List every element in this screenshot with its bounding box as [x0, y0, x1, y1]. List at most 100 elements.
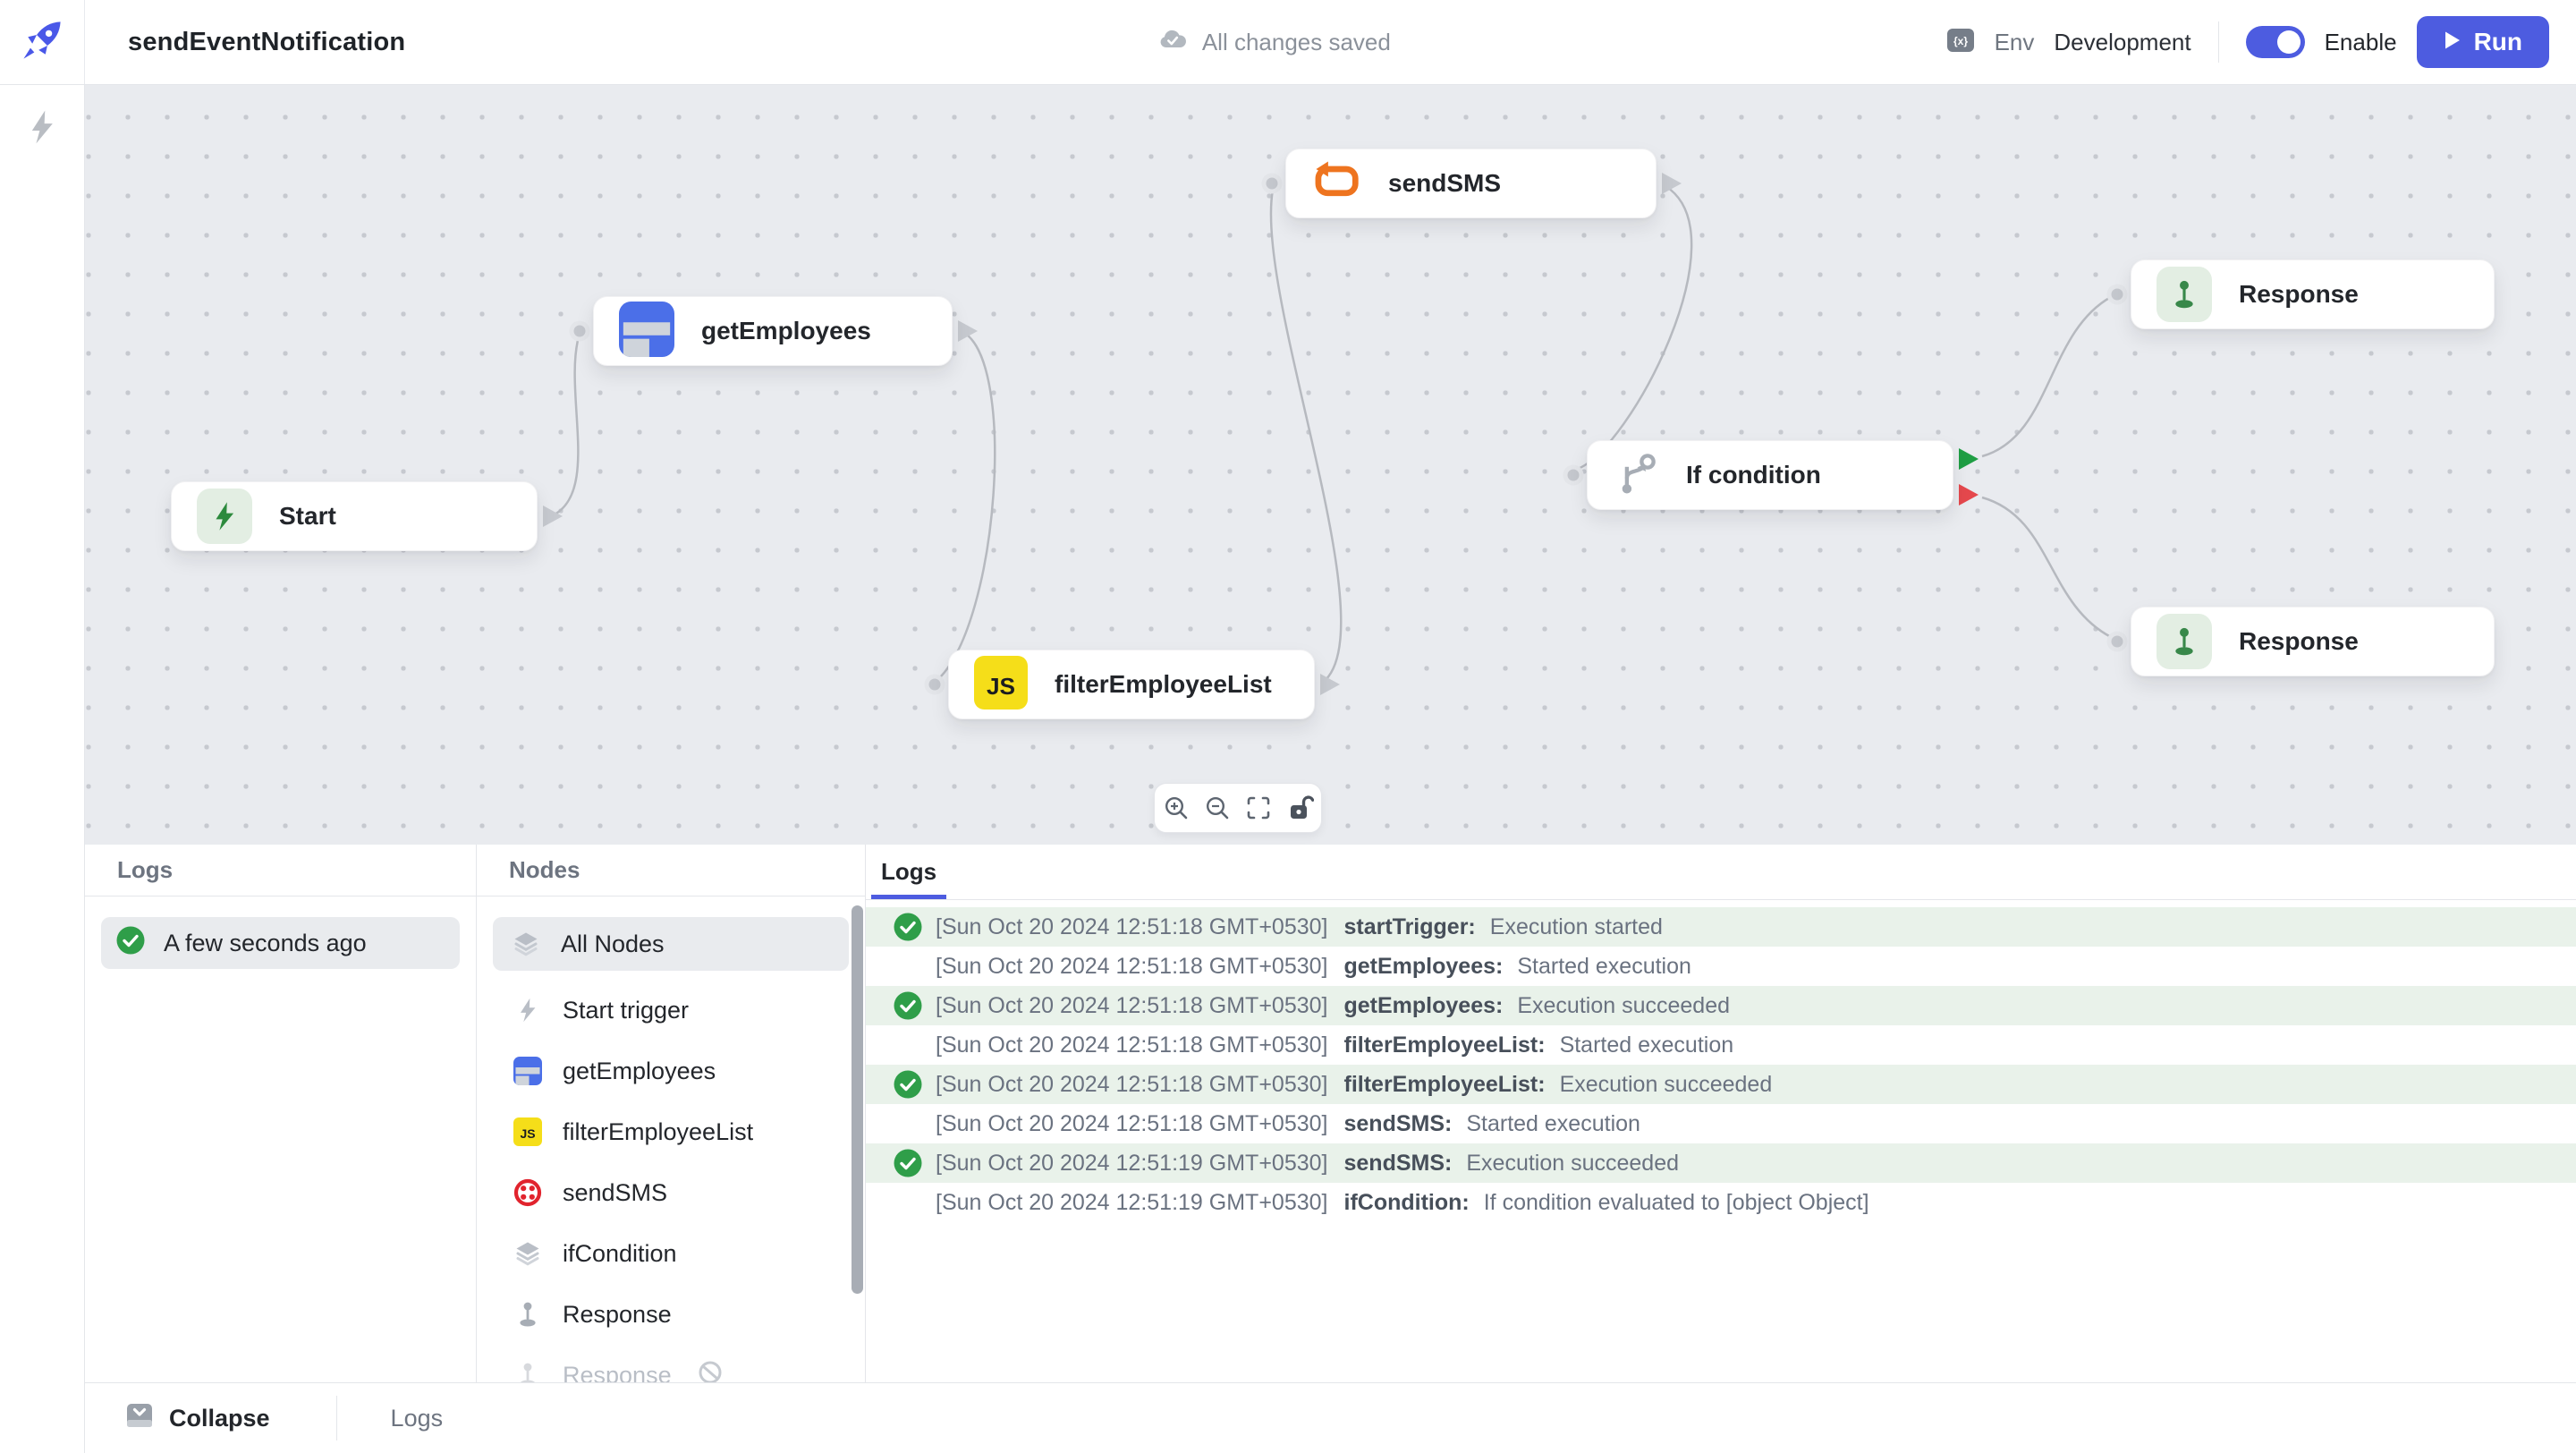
nodes-list-item-label: All Nodes: [561, 930, 665, 957]
svg-text:JS: JS: [520, 1126, 535, 1141]
success-check-icon: [893, 990, 923, 1021]
left-rail: [0, 85, 85, 1453]
log-node-name: sendSMS:: [1343, 1110, 1453, 1136]
layers-icon: [511, 930, 541, 958]
workflow-node-response-true[interactable]: Response: [2131, 259, 2495, 329]
collapse-icon: [124, 1400, 155, 1437]
log-timestamp: [Sun Oct 20 2024 12:51:18 GMT+0530]: [936, 913, 1328, 939]
status-bar-logs-tab[interactable]: Logs: [390, 1404, 444, 1432]
env-selector[interactable]: Development: [2054, 28, 2191, 55]
nodes-list-item-label: Response: [563, 1361, 672, 1383]
log-row: [Sun Oct 20 2024 12:51:18 GMT+0530] filt…: [866, 1025, 2576, 1065]
log-row: [Sun Oct 20 2024 12:51:18 GMT+0530] getE…: [866, 986, 2576, 1025]
collapse-panel-button[interactable]: Collapse: [124, 1400, 270, 1437]
log-timestamp: [Sun Oct 20 2024 12:51:18 GMT+0530]: [936, 953, 1328, 979]
trigger-rail-icon[interactable]: [23, 85, 61, 1453]
log-icon-spacer: [893, 1187, 923, 1218]
env-label: Env: [1994, 28, 2035, 55]
success-check-icon: [893, 1069, 923, 1100]
workflow-node-response-false[interactable]: Response: [2131, 607, 2495, 676]
app-logo[interactable]: [0, 0, 85, 84]
success-check-icon: [115, 925, 146, 962]
enable-toggle[interactable]: [2245, 26, 2305, 58]
tab-logs[interactable]: Logs: [880, 858, 937, 885]
workflow-node-start[interactable]: Start: [171, 481, 538, 551]
node-label: sendSMS: [1388, 169, 1502, 197]
debug-panel: Logs A few seconds ago Nodes: [85, 845, 2576, 1382]
table-query-icon: [619, 301, 674, 361]
enable-label: Enable: [2324, 28, 2397, 55]
lightning-icon: [513, 997, 543, 1024]
log-node-name: filterEmployeeList:: [1343, 1071, 1546, 1097]
log-message: If condition evaluated to [object Object…: [1483, 1189, 1869, 1215]
node-label: Response: [2239, 280, 2359, 308]
log-row: [Sun Oct 20 2024 12:51:18 GMT+0530] getE…: [866, 947, 2576, 986]
nodes-list-item-filteremployeelist[interactable]: JS filterEmployeeList: [477, 1101, 865, 1162]
nodes-list-item-response-1[interactable]: Response: [477, 1284, 865, 1345]
workflow-node-filteremployeelist[interactable]: JS filterEmployeeList: [948, 650, 1315, 719]
status-bar-divider: [335, 1396, 337, 1440]
log-timestamp: [Sun Oct 20 2024 12:51:18 GMT+0530]: [936, 1032, 1328, 1058]
log-timestamp: [Sun Oct 20 2024 12:51:18 GMT+0530]: [936, 1110, 1328, 1136]
runs-column: Logs A few seconds ago: [85, 845, 477, 1382]
workflow-node-getemployees[interactable]: getEmployees: [593, 296, 953, 366]
log-node-name: sendSMS:: [1343, 1150, 1453, 1176]
success-check-icon: [893, 1148, 923, 1178]
log-message: Started execution: [1466, 1110, 1640, 1136]
branch-icon: [1613, 450, 1659, 501]
response-pin-icon: [513, 1361, 543, 1382]
workflow-node-ifcondition[interactable]: If condition: [1587, 440, 1953, 510]
nodes-column-header: Nodes: [477, 845, 865, 896]
run-history-item[interactable]: A few seconds ago: [101, 917, 460, 969]
log-message: Execution succeeded: [1517, 992, 1731, 1018]
run-button-label: Run: [2473, 28, 2522, 55]
nodes-list-item-all-nodes[interactable]: All Nodes: [493, 917, 849, 971]
nodes-column: Nodes All Nodes Start trigger: [477, 845, 866, 1382]
env-icon: {x}: [1946, 27, 1975, 58]
nodes-list-item-start-trigger[interactable]: Start trigger: [477, 980, 865, 1041]
active-tab-underline: [871, 895, 946, 899]
fit-view-icon[interactable]: [1244, 794, 1273, 822]
log-timestamp: [Sun Oct 20 2024 12:51:19 GMT+0530]: [936, 1150, 1328, 1176]
zoom-in-icon[interactable]: [1162, 794, 1191, 822]
js-code-icon: JS: [974, 655, 1028, 714]
run-button[interactable]: Run: [2416, 16, 2549, 68]
nodes-list-item-label: Start trigger: [563, 996, 690, 1024]
rocket-icon: [19, 17, 65, 68]
log-message: Started execution: [1559, 1032, 1734, 1058]
nodes-list-item-label: Response: [563, 1300, 672, 1328]
log-message: Execution succeeded: [1466, 1150, 1680, 1176]
log-node-name: getEmployees:: [1343, 992, 1504, 1018]
log-message: Started execution: [1517, 953, 1691, 979]
topbar-divider: [2217, 21, 2219, 63]
api-loop-icon: [1311, 159, 1361, 208]
log-node-name: filterEmployeeList:: [1343, 1032, 1546, 1058]
zoom-out-icon[interactable]: [1203, 794, 1232, 822]
nodes-list-scrollbar[interactable]: [852, 905, 863, 1294]
nodes-list-item-sendsms[interactable]: sendSMS: [477, 1162, 865, 1223]
node-label: Response: [2239, 627, 2359, 655]
svg-text:{x}: {x}: [1953, 35, 1968, 47]
unlock-icon[interactable]: [1285, 794, 1314, 822]
log-icon-spacer: [893, 1109, 923, 1139]
nodes-list-item-getemployees[interactable]: getEmployees: [477, 1041, 865, 1101]
nodes-list-item-ifcondition[interactable]: ifCondition: [477, 1223, 865, 1284]
save-status-text: All changes saved: [1201, 28, 1391, 55]
workflow-canvas[interactable]: Start getEmployees sendSMS: [85, 85, 2576, 845]
response-pin-icon: [2157, 614, 2212, 669]
canvas-zoom-toolbar: [1154, 783, 1322, 833]
workflow-title[interactable]: sendEventNotification: [128, 27, 406, 56]
log-node-name: ifCondition:: [1343, 1189, 1470, 1215]
node-label: filterEmployeeList: [1055, 670, 1272, 698]
workflow-node-sendsms[interactable]: sendSMS: [1285, 149, 1657, 218]
nodes-list-item-label: filterEmployeeList: [563, 1117, 754, 1145]
nodes-list-item-label: ifCondition: [563, 1239, 677, 1267]
svg-text:JS: JS: [987, 673, 1015, 700]
response-pin-icon: [513, 1300, 543, 1329]
log-row: [Sun Oct 20 2024 12:51:19 GMT+0530] ifCo…: [866, 1183, 2576, 1222]
run-history-label: A few seconds ago: [164, 929, 367, 956]
collapse-label: Collapse: [169, 1404, 270, 1432]
topbar-actions: {x} Env Development Enable Run: [1946, 16, 2576, 68]
nodes-list-item-response-2[interactable]: Response: [477, 1345, 865, 1382]
response-pin-icon: [2157, 267, 2212, 322]
